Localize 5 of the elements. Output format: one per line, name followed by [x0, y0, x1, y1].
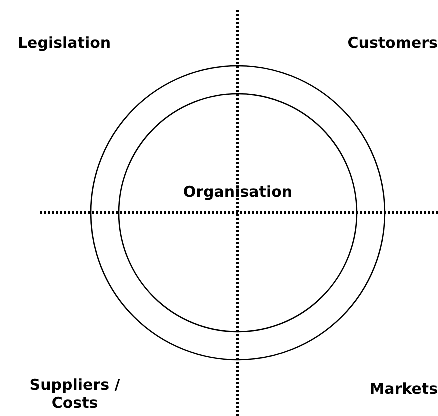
quadrant-label: Legislation — [18, 34, 112, 52]
circle-label: Organisation — [182, 183, 294, 201]
quadrant-label: Suppliers / Costs — [28, 376, 122, 412]
quadrant-label: Markets — [370, 380, 438, 398]
quadrant-label: Customers — [348, 34, 438, 52]
